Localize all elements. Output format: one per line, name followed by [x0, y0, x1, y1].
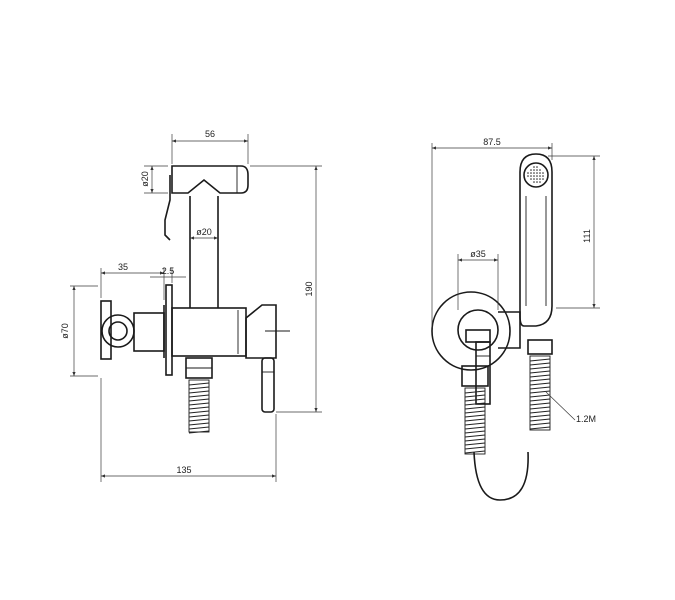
holder-bracket [498, 311, 521, 349]
inlet-ring-inner [108, 321, 128, 341]
inlet-body [133, 312, 165, 352]
dim-side-width: 87.5 [483, 137, 501, 147]
dim-spout-dia: ø20 [196, 227, 212, 237]
dimension-lines: 56 ø20 ø20 35 2.5 ø70 190 135 [60, 129, 600, 482]
spray-nozzles [527, 166, 544, 183]
valve-body [171, 307, 247, 357]
valve-knob [245, 304, 277, 359]
front-view [431, 153, 576, 501]
dim-knob-dia: ø35 [470, 249, 486, 259]
dim-handle-width: 56 [205, 129, 215, 139]
side-view [100, 165, 290, 434]
dim-total-height: 190 [304, 281, 314, 296]
dim-flange-thk: 2.5 [162, 266, 175, 276]
hose-coil-right-b [529, 355, 551, 431]
dim-handle-dia: ø20 [140, 171, 150, 187]
inlet-ring-outer [101, 314, 135, 348]
round-flange [431, 291, 511, 371]
hose-loop [473, 451, 529, 501]
knob-lever [465, 329, 491, 343]
dim-handset-height: 111 [582, 229, 592, 243]
spray-face [523, 162, 549, 188]
valve-lever [261, 357, 275, 413]
dim-hose-length: 1.2M [576, 414, 596, 424]
dim-total-depth: 135 [176, 465, 191, 475]
hose-coil [188, 379, 210, 434]
dim-flange-dia: ø70 [60, 323, 70, 339]
knob-disc [457, 309, 499, 351]
lever-rod [475, 341, 491, 405]
dim-inlet-depth: 35 [118, 262, 128, 272]
rear-plate [165, 284, 173, 376]
hose-coil-right-a [464, 387, 486, 455]
wall-flange [100, 300, 112, 360]
handshower-body [519, 153, 553, 327]
handshower-head [171, 165, 249, 194]
